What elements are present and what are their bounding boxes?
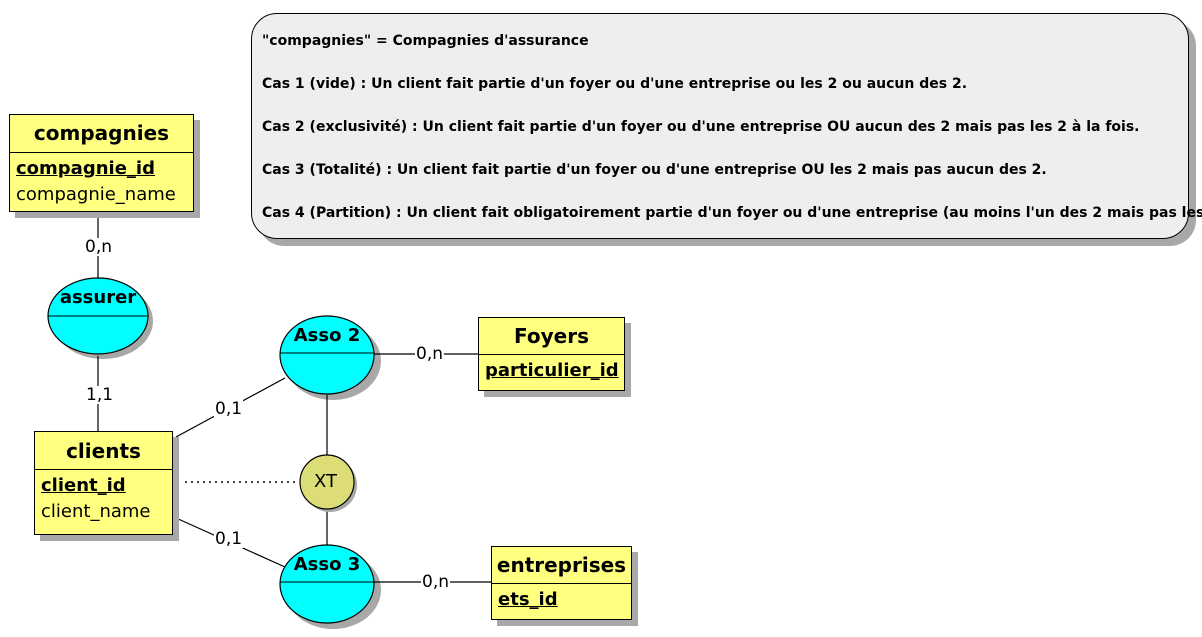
entity-clients-title: clients [35, 432, 172, 470]
note-line-1: "compagnies" = Compagnies d'assurance [262, 33, 589, 49]
entity-compagnies-key: compagnie_id [16, 158, 155, 179]
card-entreprises-asso3: 0,n [421, 572, 450, 592]
card-clients-asso3: 0,1 [214, 529, 244, 549]
entity-compagnies[interactable]: compagnies compagnie_id compagnie_name [9, 114, 194, 212]
asso2-label: Asso 2 [293, 325, 361, 346]
entity-clients-attr: client_name [41, 501, 151, 522]
note-line-4: Cas 3 (Totalité) : Un client fait partie… [262, 162, 1047, 178]
entity-clients-key: client_id [41, 475, 126, 496]
entity-foyers[interactable]: Foyers particulier_id [478, 317, 625, 391]
entity-clients[interactable]: clients client_id client_name [34, 431, 173, 535]
entity-foyers-key: particulier_id [485, 360, 619, 381]
card-foyers-asso2: 0,n [415, 344, 444, 364]
entity-compagnies-title: compagnies [10, 115, 193, 153]
note-line-2: Cas 1 (vide) : Un client fait partie d'u… [262, 76, 968, 92]
card-clients-asso2: 0,1 [214, 399, 244, 419]
xt-label: XT [314, 471, 338, 492]
entity-compagnies-attr: compagnie_name [16, 184, 176, 205]
entity-entreprises[interactable]: entreprises ets_id [491, 546, 632, 620]
entity-entreprises-key: ets_id [498, 589, 558, 610]
asso3-association [279, 544, 375, 624]
asso3-label: Asso 3 [293, 554, 361, 575]
entity-entreprises-title: entreprises [492, 547, 631, 584]
card-compagnies-assurer: 0,n [84, 237, 113, 257]
note-line-5: Cas 4 (Partition) : Un client fait oblig… [262, 205, 1202, 221]
xt-constraint [299, 454, 355, 510]
entity-foyers-title: Foyers [479, 318, 624, 355]
card-clients-assurer: 1,1 [85, 385, 115, 405]
asso2-association [279, 315, 375, 395]
assurer-label: assurer [59, 287, 137, 308]
note-line-3: Cas 2 (exclusivité) : Un client fait par… [262, 119, 1140, 135]
note-box: "compagnies" = Compagnies d'assurance Ca… [251, 13, 1202, 239]
